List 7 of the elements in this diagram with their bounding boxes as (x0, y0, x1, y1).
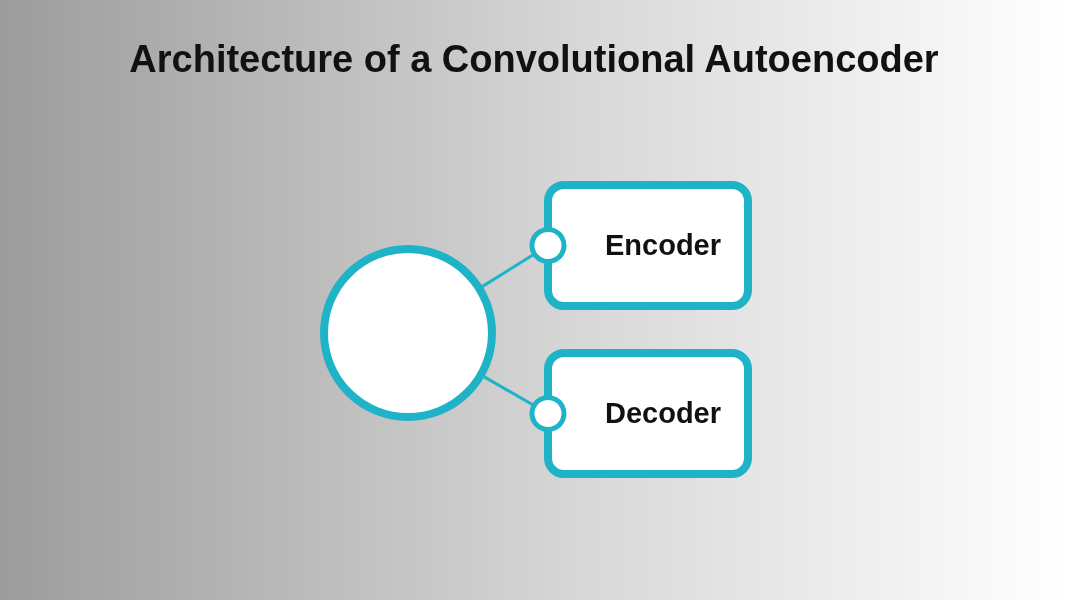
node-label: Decoder (604, 397, 721, 430)
node-label: Encoder (605, 229, 721, 262)
process-box (544, 349, 752, 478)
connector-line (481, 227, 567, 288)
diagram-title: Architecture of a Convolutional Autoencoder (128, 38, 940, 81)
process-box (544, 181, 752, 310)
connector-line (483, 375, 567, 432)
